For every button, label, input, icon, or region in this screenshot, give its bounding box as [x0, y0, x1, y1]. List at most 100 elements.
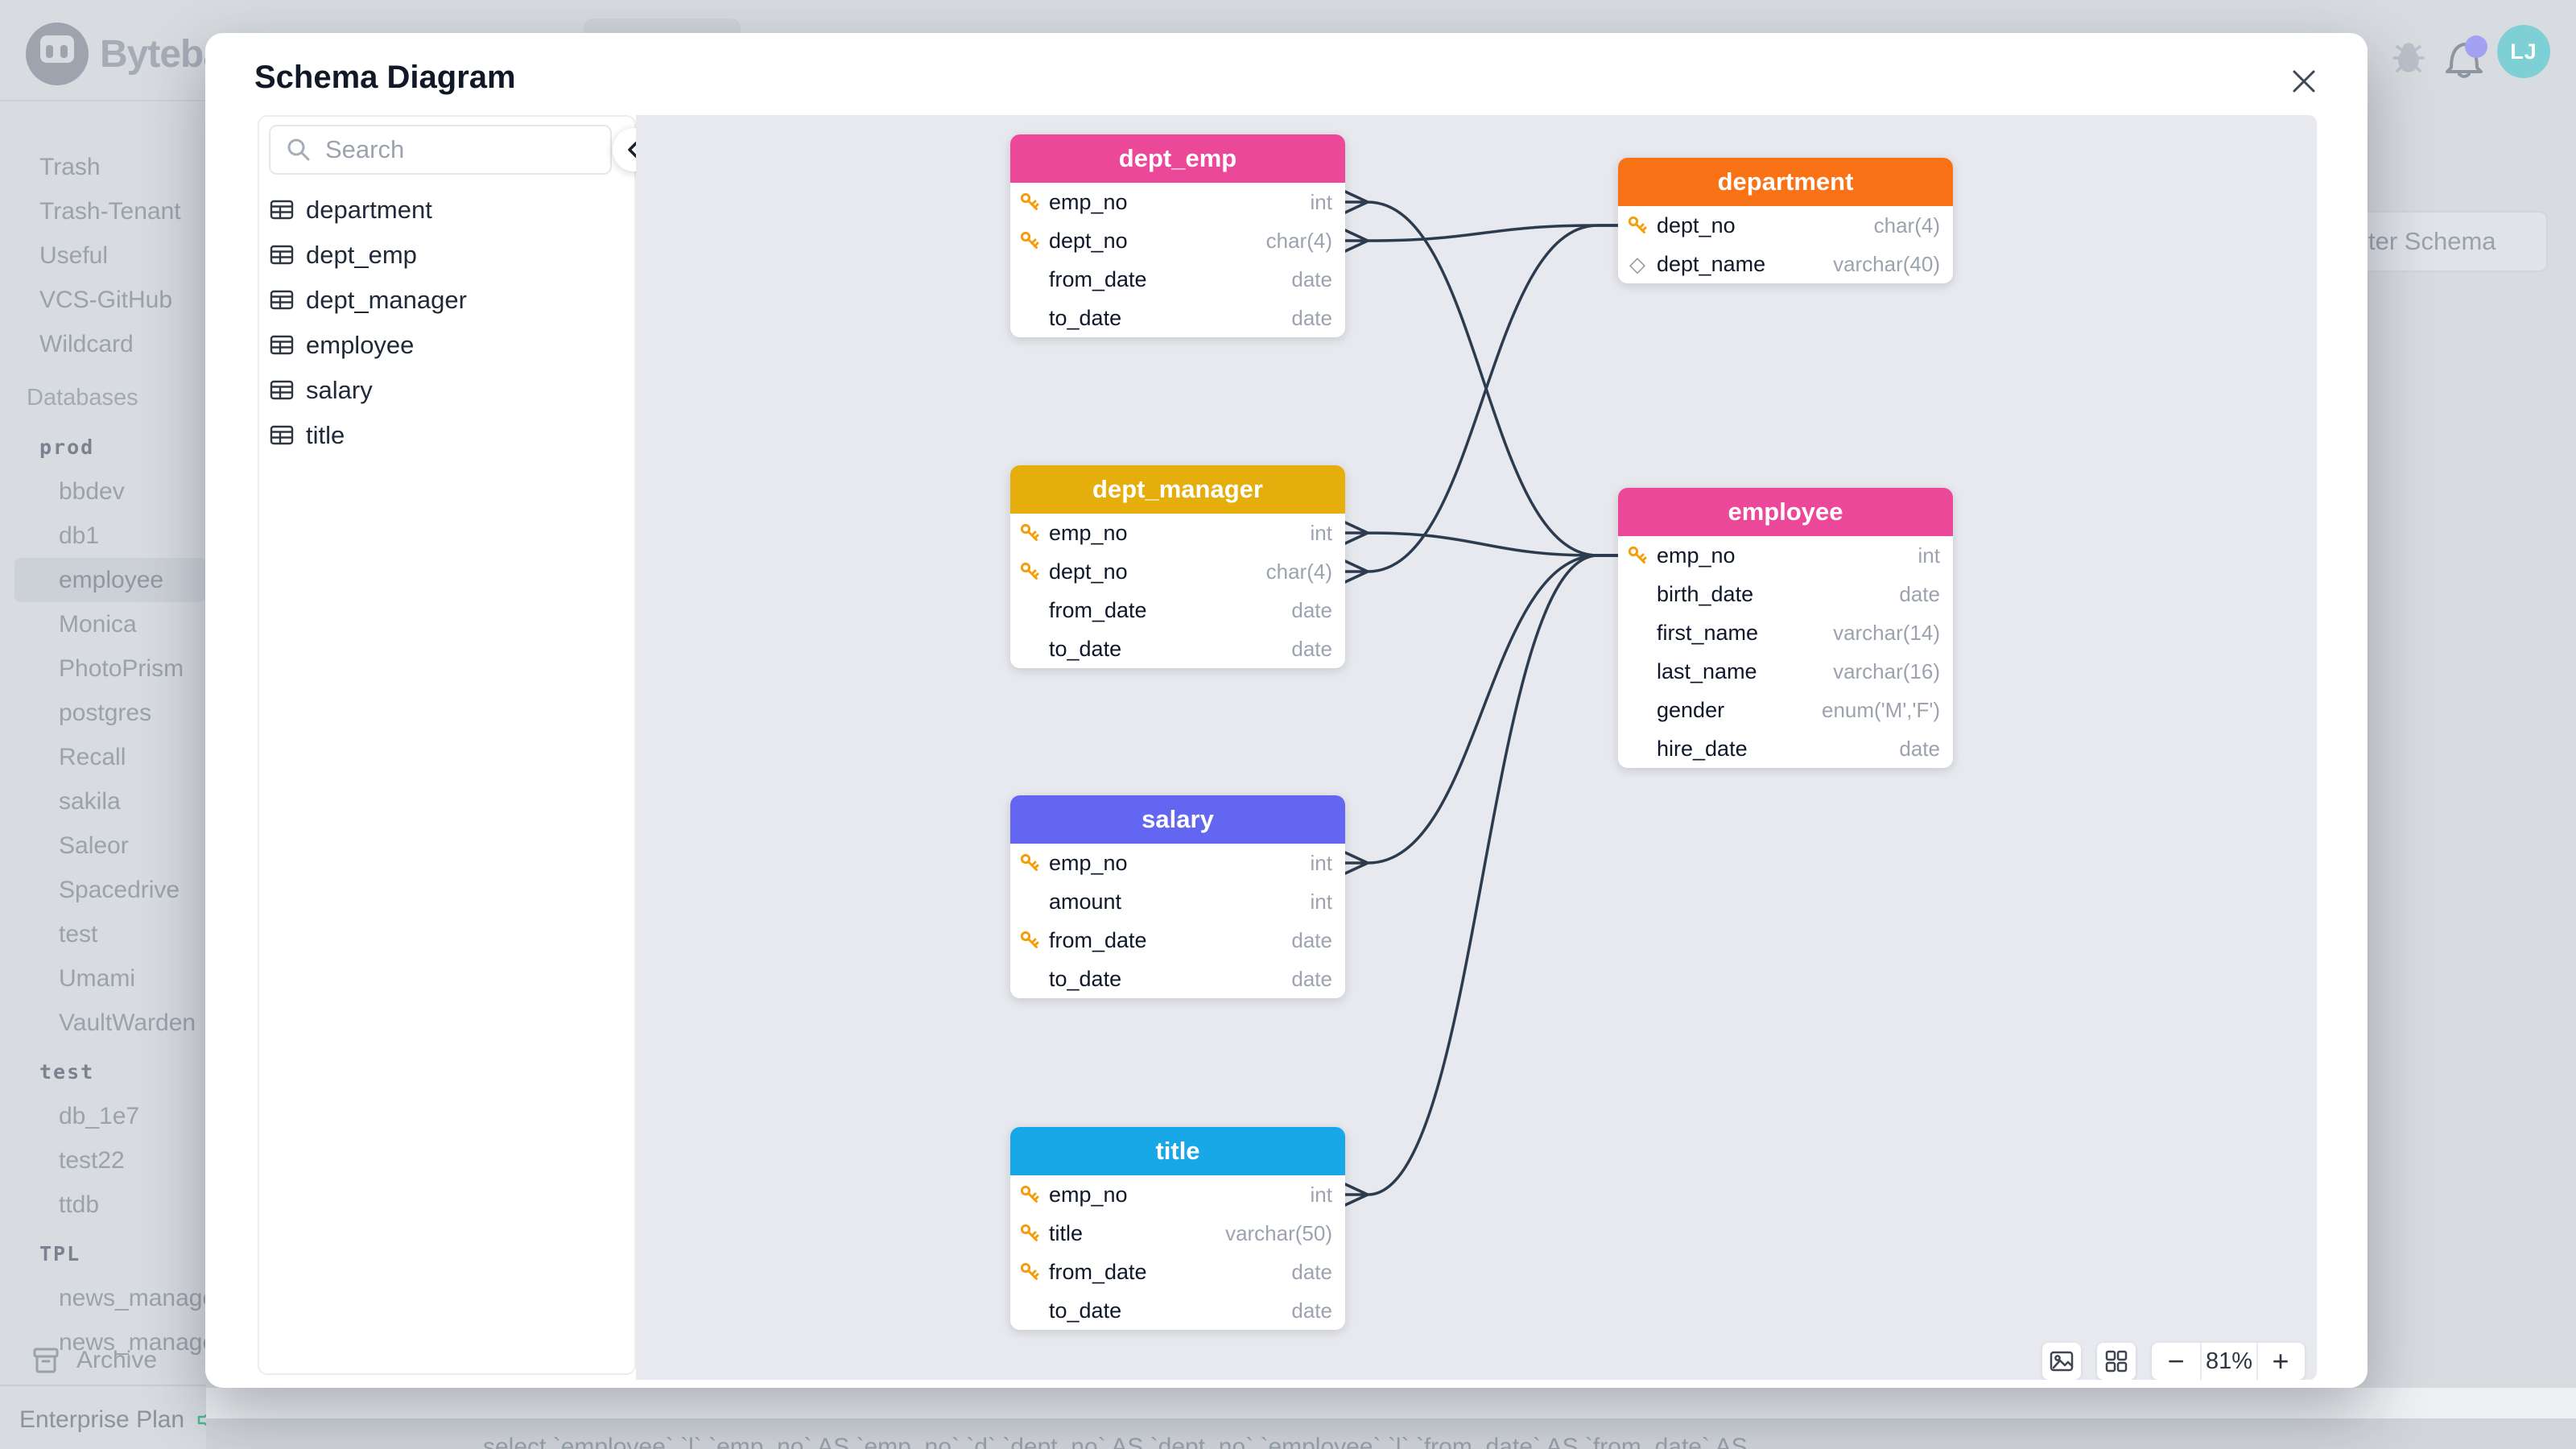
primary-key-icon	[1020, 1224, 1039, 1241]
auto-layout-button[interactable]	[2097, 1343, 2136, 1380]
sidebar-item-vcs-github[interactable]: VCS-GitHub	[39, 286, 173, 313]
column-type: date	[1291, 1259, 1332, 1284]
column-type: int	[1310, 889, 1332, 914]
table-icon	[270, 335, 294, 355]
sidebar-item-trash[interactable]: Trash	[39, 153, 101, 180]
table-icon	[270, 245, 294, 265]
sql-editor-strip	[206, 1418, 2576, 1449]
table-node-header: dept_emp	[1010, 134, 1345, 183]
column-type: date	[1899, 581, 1940, 606]
table-list-item-title[interactable]: title	[259, 413, 634, 458]
plan-label: Enterprise Plan	[19, 1406, 185, 1433]
chevron-left-icon	[628, 141, 638, 159]
relationship-edges	[1344, 190, 1620, 1207]
column-row-emp_no: emp_no int	[1618, 536, 1953, 575]
sidebar-item-photoprism[interactable]: PhotoPrism	[59, 654, 184, 682]
sidebar-item-trash-tenant[interactable]: Trash-Tenant	[39, 197, 181, 225]
sidebar-item-test22[interactable]: test22	[59, 1146, 125, 1174]
sidebar-item-news_manage[interactable]: news_manage	[59, 1328, 217, 1356]
sidebar-item-postgres[interactable]: postgres	[59, 699, 152, 726]
primary-key-icon	[1020, 562, 1039, 580]
index-diamond-icon: ◇	[1629, 252, 1645, 276]
image-icon	[2050, 1351, 2074, 1372]
column-name: to_date	[1049, 1298, 1122, 1323]
archive-label: Archive	[76, 1347, 158, 1373]
sidebar-item-umami[interactable]: Umami	[59, 964, 135, 992]
table-list-item-dept_manager[interactable]: dept_manager	[259, 278, 634, 323]
column-type: enum('M','F')	[1822, 697, 1940, 722]
sidebar-bottom-divider	[0, 1385, 206, 1386]
sidebar-item-news_manage[interactable]: news_manage	[59, 1284, 217, 1311]
sidebar-item-wildcard[interactable]: Wildcard	[39, 330, 134, 357]
export-image-button[interactable]	[2042, 1343, 2081, 1380]
sidebar-item-test[interactable]: test	[59, 920, 98, 947]
table-list-item-salary[interactable]: salary	[259, 368, 634, 413]
sidebar-item-bbdev[interactable]: bbdev	[59, 477, 125, 505]
column-type: date	[1291, 636, 1332, 661]
zoom-level: 81%	[2205, 1348, 2253, 1374]
sidebar-item-spacedrive[interactable]: Spacedrive	[59, 876, 180, 903]
column-name: dept_no	[1049, 559, 1128, 584]
table-icon	[270, 200, 294, 220]
column-type: int	[1918, 543, 1940, 568]
column-name: to_date	[1049, 966, 1122, 991]
sidebar-item-monica[interactable]: Monica	[59, 610, 137, 638]
sidebar-item-ttdb[interactable]: ttdb	[59, 1191, 100, 1218]
sidebar-item-archive[interactable]: Archive	[0, 1338, 206, 1383]
zoom-in-button[interactable]: +	[2256, 1343, 2303, 1380]
sidebar-item-recall[interactable]: Recall	[59, 743, 126, 770]
column-type: date	[1291, 266, 1332, 291]
schema-diagram-modal: Schema Diagram departmentdept_empdept_ma…	[205, 33, 2368, 1388]
search-icon	[287, 138, 310, 161]
grid-layout-icon	[2105, 1350, 2128, 1373]
table-node-header: title	[1010, 1127, 1345, 1175]
sidebar-item-employee[interactable]: employee	[14, 558, 206, 602]
column-type: int	[1310, 850, 1332, 875]
sidebar-item-useful[interactable]: Useful	[39, 242, 109, 269]
table-icon	[270, 380, 294, 400]
sidebar-item-vaultwarden[interactable]: VaultWarden	[59, 1009, 196, 1036]
zoom-out-button[interactable]: −	[2152, 1343, 2202, 1380]
column-type: int	[1310, 1182, 1332, 1207]
avatar[interactable]: LJ	[2497, 25, 2550, 78]
table-list-item-department[interactable]: department	[259, 188, 634, 233]
table-list-item-dept_emp[interactable]: dept_emp	[259, 233, 634, 278]
relationship-edge-1	[1344, 224, 1620, 253]
bug-icon[interactable]	[2388, 35, 2429, 77]
sidebar-item-db_1e7[interactable]: db_1e7	[59, 1102, 140, 1129]
table-list-item-employee[interactable]: employee	[259, 323, 634, 368]
column-row-amount: amount int	[1010, 882, 1345, 921]
sidebar-item-sakila[interactable]: sakila	[59, 787, 121, 815]
column-name: emp_no	[1657, 543, 1736, 568]
search-input[interactable]	[324, 134, 589, 165]
primary-key-icon	[1628, 546, 1647, 564]
column-type: varchar(40)	[1833, 251, 1940, 276]
close-icon[interactable]	[2286, 64, 2322, 99]
relationship-edge-3	[1344, 224, 1620, 584]
sidebar-item-tpl: TPL	[39, 1242, 81, 1265]
sidebar-item-saleor[interactable]: Saleor	[59, 832, 129, 859]
column-type: date	[1899, 736, 1940, 761]
sidebar-item-db1[interactable]: db1	[59, 522, 100, 549]
relationship-edge-4	[1344, 554, 1620, 875]
primary-key-icon	[1020, 853, 1039, 871]
column-name: amount	[1049, 889, 1122, 914]
column-name: dept_no	[1657, 213, 1736, 237]
